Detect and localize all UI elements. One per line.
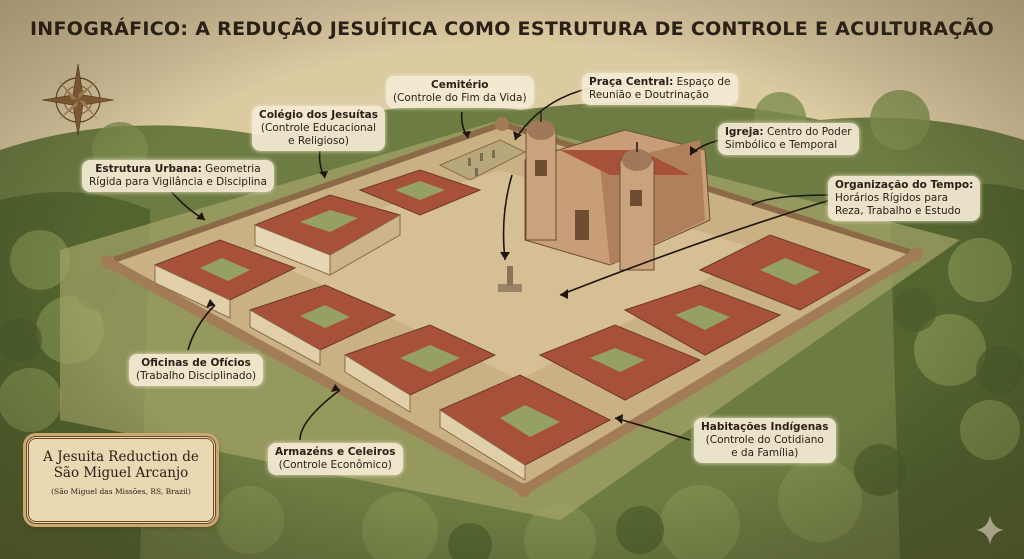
label-habitacoes-title: Habitações Indígenas: [701, 421, 829, 433]
label-igreja-desc2: Simbólico e Temporal: [725, 139, 838, 151]
label-tempo-title: Organização do Tempo:: [835, 179, 974, 191]
label-oficinas: Oficinas de Ofícios (Trabalho Disciplina…: [129, 354, 264, 386]
label-cemiterio-title: Cemitério: [431, 79, 489, 91]
cartouche-line2: São Miguel Arcanjo: [53, 465, 189, 481]
label-praca-title: Praça Central:: [589, 76, 674, 88]
label-armazens: Armazéns e Celeiros (Controle Econômico): [268, 443, 403, 475]
label-estrutura-desc2: Rígida para Vigilância e Disciplina: [89, 176, 267, 188]
label-tempo-desc1: Horários Rígidos para: [835, 192, 949, 204]
label-praca: Praça Central: Espaço de Reunião e Doutr…: [582, 73, 738, 105]
label-praca-desc1: Espaço de: [676, 76, 731, 88]
label-armazens-title: Armazéns e Celeiros: [275, 446, 396, 458]
title-cartouche: A Jesuita Reduction de São Miguel Arcanj…: [26, 436, 216, 524]
label-tempo: Organização do Tempo: Horários Rígidos p…: [828, 176, 981, 221]
label-colegio-desc1: (Controle Educacional: [260, 122, 377, 134]
label-habitacoes-desc2: e da Família): [731, 447, 799, 459]
cartouche-line1: A Jesuita Reduction de: [43, 449, 199, 465]
label-armazens-desc: (Controle Econômico): [278, 459, 392, 471]
label-oficinas-title: Oficinas de Ofícios: [141, 357, 251, 369]
cartouche-subtitle: (São Miguel das Missões, RS, Brazil): [51, 487, 191, 496]
label-estrutura-desc1: Geometria: [205, 163, 261, 175]
label-estrutura-title: Estrutura Urbana:: [95, 163, 202, 175]
label-colegio-desc2: e Religioso): [288, 135, 349, 147]
label-igreja-title: Igreja:: [725, 126, 764, 138]
label-habitacoes-desc1: (Controle do Cotidiano: [705, 434, 824, 446]
label-colegio: Colégio dos Jesuítas (Controle Educacion…: [252, 106, 385, 151]
label-colegio-title: Colégio dos Jesuítas: [259, 109, 378, 121]
label-oficinas-desc: (Trabalho Disciplinado): [136, 370, 257, 382]
page-title: INFOGRÁFICO: A REDUÇÃO JESUÍTICA COMO ES…: [29, 18, 995, 40]
label-tempo-desc2: Reza, Trabalho e Estudo: [835, 205, 961, 217]
label-igreja: Igreja: Centro do Poder Simbólico e Temp…: [718, 123, 859, 155]
label-cemiterio: Cemitério (Controle do Fim da Vida): [386, 76, 534, 108]
label-estrutura: Estrutura Urbana: Geometria Rígida para …: [82, 160, 274, 192]
label-habitacoes: Habitações Indígenas (Controle do Cotidi…: [694, 418, 836, 463]
label-igreja-desc1: Centro do Poder: [766, 126, 852, 138]
label-cemiterio-desc: (Controle do Fim da Vida): [393, 92, 527, 104]
label-praca-desc2: Reunião e Doutrinação: [589, 89, 709, 101]
